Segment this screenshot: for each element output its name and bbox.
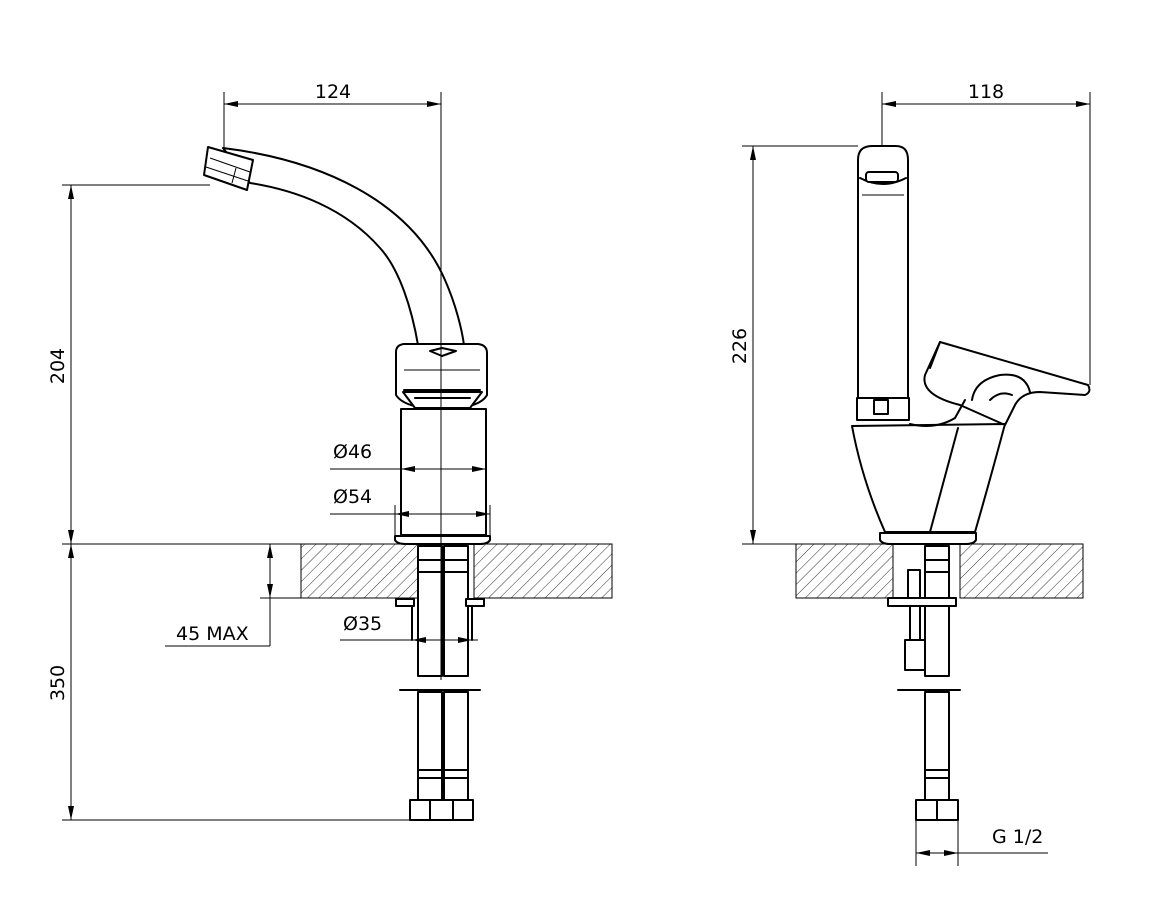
dim-label-d46: Ø46: [333, 441, 372, 463]
dim-base-diameter: Ø54: [330, 486, 491, 536]
dim-hole-diameter: Ø35: [340, 613, 478, 643]
dim-connection-thread: G 1/2: [915, 820, 1048, 866]
dim-label-226: 226: [729, 328, 751, 364]
countertop-front: [300, 543, 613, 599]
dim-label-45max: 45 MAX: [176, 623, 249, 645]
spout-front: [203, 146, 465, 346]
countertop-side: [795, 543, 1084, 599]
spout-side: [856, 145, 910, 421]
front-view: 124 204 Ø46 Ø54: [47, 81, 613, 821]
dim-label-d54: Ø54: [333, 486, 372, 508]
body-side: [851, 399, 1006, 545]
dim-label-g12: G 1/2: [992, 826, 1043, 848]
dim-label-204: 204: [47, 348, 69, 384]
side-view: 118 226 G 1/2: [729, 81, 1091, 866]
dim-label-118: 118: [968, 81, 1004, 103]
dim-total-height: 226: [729, 145, 858, 545]
hoses-front: [395, 545, 485, 821]
dim-label-124: 124: [315, 81, 351, 103]
dim-counter-thickness: 45 MAX: [165, 544, 301, 647]
lever-side: [923, 341, 1091, 426]
dim-handle-reach: 118: [881, 81, 1091, 385]
hoses-side: [887, 545, 961, 821]
dim-hose-length: 350: [47, 544, 410, 821]
dim-spout-height: 204: [47, 184, 301, 545]
dim-label-350: 350: [47, 665, 69, 701]
dim-body-diameter: Ø46: [330, 441, 486, 472]
dim-spout-reach: 124: [223, 81, 442, 680]
dim-label-d35: Ø35: [343, 613, 382, 635]
